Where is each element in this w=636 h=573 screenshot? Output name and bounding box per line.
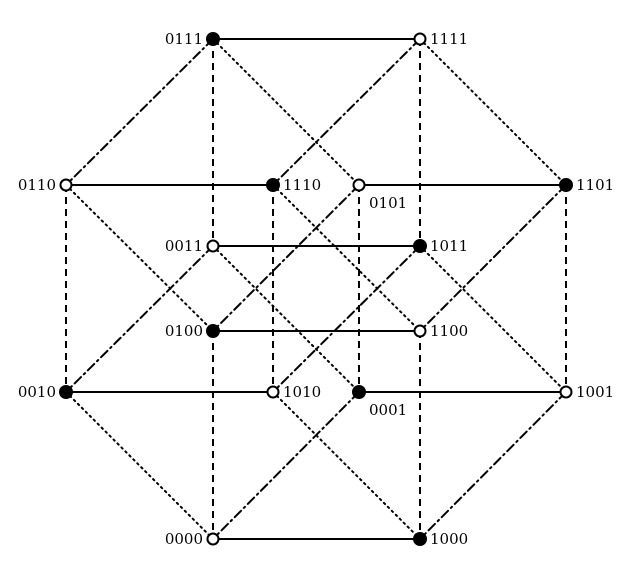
edge-0011-0010: [65, 245, 214, 393]
edge-0110-0100: [65, 184, 214, 332]
edge-1101-1100: [419, 184, 567, 332]
edge-0111-0101: [212, 38, 360, 186]
edge-0001-0000: [212, 391, 360, 540]
node-label-1110: 1110: [283, 176, 321, 194]
node-label-1001: 1001: [576, 383, 614, 401]
node-label-0000: 0000: [165, 530, 203, 548]
node-1100: [413, 324, 427, 338]
nodes-layer: [59, 32, 573, 546]
node-1110: [266, 178, 280, 192]
edge-0111-0110: [65, 38, 214, 186]
node-label-1010: 1010: [283, 383, 321, 401]
node-label-1011: 1011: [430, 237, 468, 255]
node-label-0001: 0001: [369, 401, 407, 419]
node-0011: [206, 239, 220, 253]
node-label-1000: 1000: [430, 530, 468, 548]
node-1010: [266, 385, 280, 399]
edge-1011-1010: [272, 245, 421, 393]
node-1011: [413, 239, 427, 253]
node-label-0101: 0101: [369, 194, 407, 212]
node-0101: [352, 178, 366, 192]
edge-0101-0100: [212, 184, 360, 332]
labels-layer: 0111 1111 0110 1110 0101 1101 0011 1011 0100 1100…: [18, 30, 614, 548]
node-1101: [559, 178, 573, 192]
edges-layer: [65, 38, 567, 540]
edge-1110-1100: [272, 184, 421, 332]
node-0111: [206, 32, 220, 46]
edge-1001-1000: [419, 391, 567, 540]
edge-1111-1110: [272, 38, 421, 186]
node-0010: [59, 385, 73, 399]
edge-0011-0001: [212, 245, 360, 393]
node-1111: [413, 32, 427, 46]
node-label-1111: 1111: [430, 30, 468, 48]
node-label-1101: 1101: [576, 176, 614, 194]
node-label-0111: 0111: [165, 30, 203, 48]
node-1001: [559, 385, 573, 399]
node-label-1100: 1100: [430, 322, 468, 340]
edge-1111-1101: [419, 38, 567, 186]
node-label-0011: 0011: [165, 237, 203, 255]
node-label-0010: 0010: [18, 383, 56, 401]
edge-1011-1001: [419, 245, 567, 393]
node-0000: [206, 532, 220, 546]
node-0100: [206, 324, 220, 338]
node-label-0110: 0110: [18, 176, 56, 194]
node-0110: [59, 178, 73, 192]
edge-0010-0000: [65, 391, 214, 540]
node-0001: [352, 385, 366, 399]
edge-1010-1000: [272, 391, 421, 540]
node-1000: [413, 532, 427, 546]
node-label-0100: 0100: [165, 322, 203, 340]
